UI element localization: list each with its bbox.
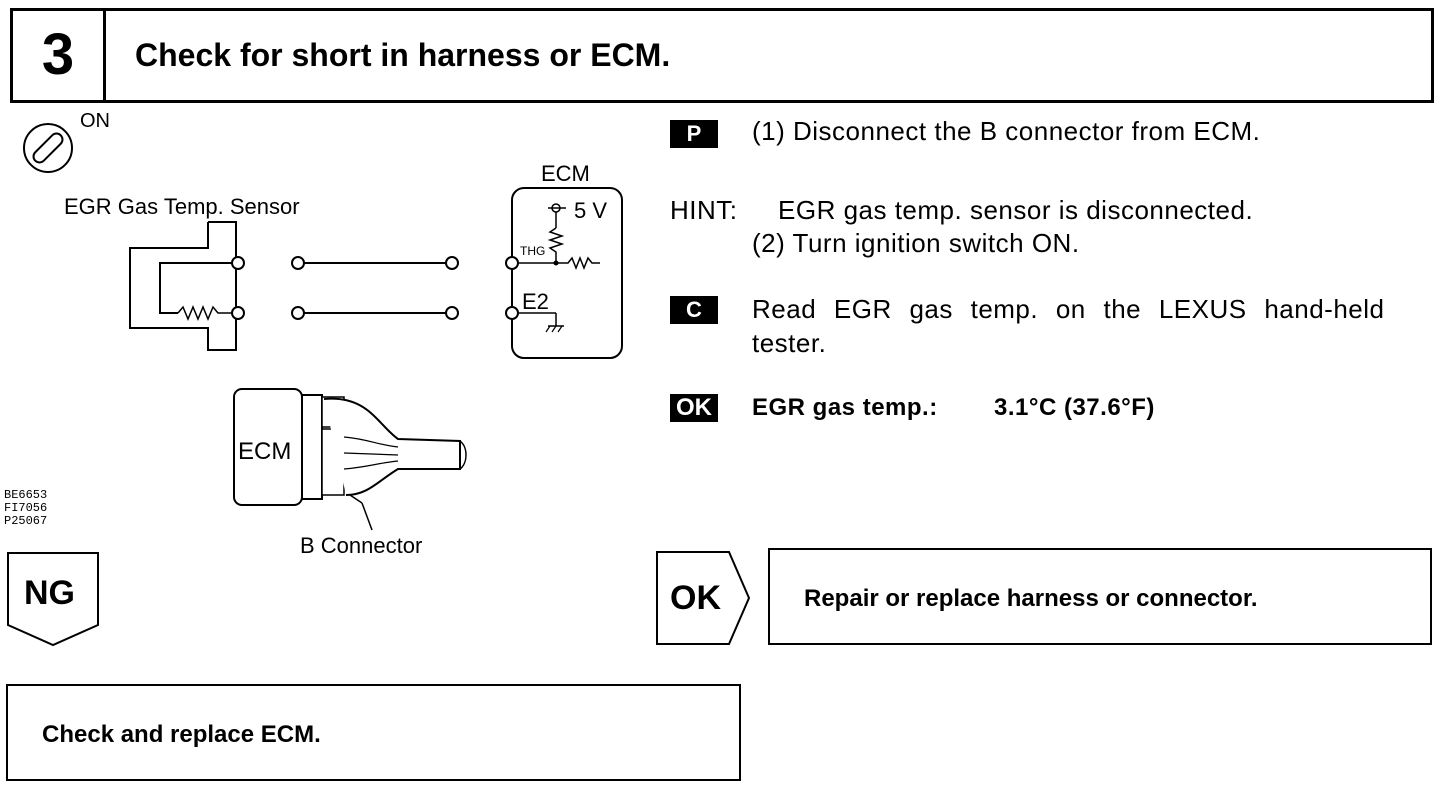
ok-result-label: OK bbox=[670, 579, 721, 617]
figure-code: BE6653 bbox=[4, 488, 48, 502]
ecm-e2-terminal bbox=[505, 306, 519, 320]
step-number-cell: 3 bbox=[13, 11, 106, 100]
ng-label: NG bbox=[24, 574, 75, 612]
step2-text: (2) Turn ignition switch ON. bbox=[752, 228, 1080, 258]
b-connector-label: B Connector bbox=[300, 533, 423, 558]
ok-badge: OK bbox=[670, 394, 718, 422]
ecm-label: ECM bbox=[541, 161, 590, 186]
ok-action-text: Repair or replace harness or connector. bbox=[804, 585, 1258, 612]
figure-code: P25067 bbox=[4, 514, 48, 528]
ecm-thg-terminal bbox=[505, 256, 519, 270]
step-title: Check for short in harness or ECM. bbox=[135, 37, 671, 73]
ignition-key-icon bbox=[23, 123, 73, 173]
read-line-2: tester. bbox=[752, 328, 827, 358]
step-number: 3 bbox=[41, 22, 75, 87]
wiring-diagram bbox=[129, 187, 623, 359]
c-badge: C bbox=[670, 296, 718, 324]
step-header: 3 Check for short in harness or ECM. bbox=[10, 8, 1434, 103]
step1-text: (1) Disconnect the B connector from ECM. bbox=[752, 116, 1261, 146]
connector-ecm-label: ECM bbox=[238, 438, 292, 465]
ignition-on-label: ON bbox=[80, 110, 110, 132]
sensor-terminal-1 bbox=[231, 256, 245, 270]
ok-action-box: Repair or replace harness or connector. bbox=[768, 548, 1432, 645]
thg-label: THG bbox=[520, 244, 546, 258]
p-badge: P bbox=[670, 120, 718, 148]
ng-arrow-shape bbox=[7, 552, 99, 647]
ng-action-box: Check and replace ECM. bbox=[6, 684, 741, 781]
ng-action-text: Check and replace ECM. bbox=[42, 721, 321, 748]
figure-code: FI7056 bbox=[4, 501, 48, 515]
sensor-label: EGR Gas Temp. Sensor bbox=[64, 194, 300, 219]
ok-condition-value: 3.1°C (37.6°F) bbox=[994, 394, 1155, 421]
ok-condition-label: EGR gas temp.: bbox=[752, 394, 938, 421]
hint-text: EGR gas temp. sensor is disconnected. bbox=[778, 195, 1254, 225]
figure-codes: BE6653 FI7056 P25067 bbox=[4, 489, 47, 528]
voltage-label: 5 V bbox=[574, 198, 608, 223]
e2-label: E2 bbox=[522, 289, 549, 314]
ecm-connector-illustration bbox=[233, 388, 467, 531]
ok-arrow-shape bbox=[656, 551, 751, 645]
read-line-1: Read EGR gas temp. on the LEXUS hand-hel… bbox=[752, 294, 1385, 324]
hint-label: HINT: bbox=[670, 195, 738, 225]
sensor-terminal-2 bbox=[231, 306, 245, 320]
